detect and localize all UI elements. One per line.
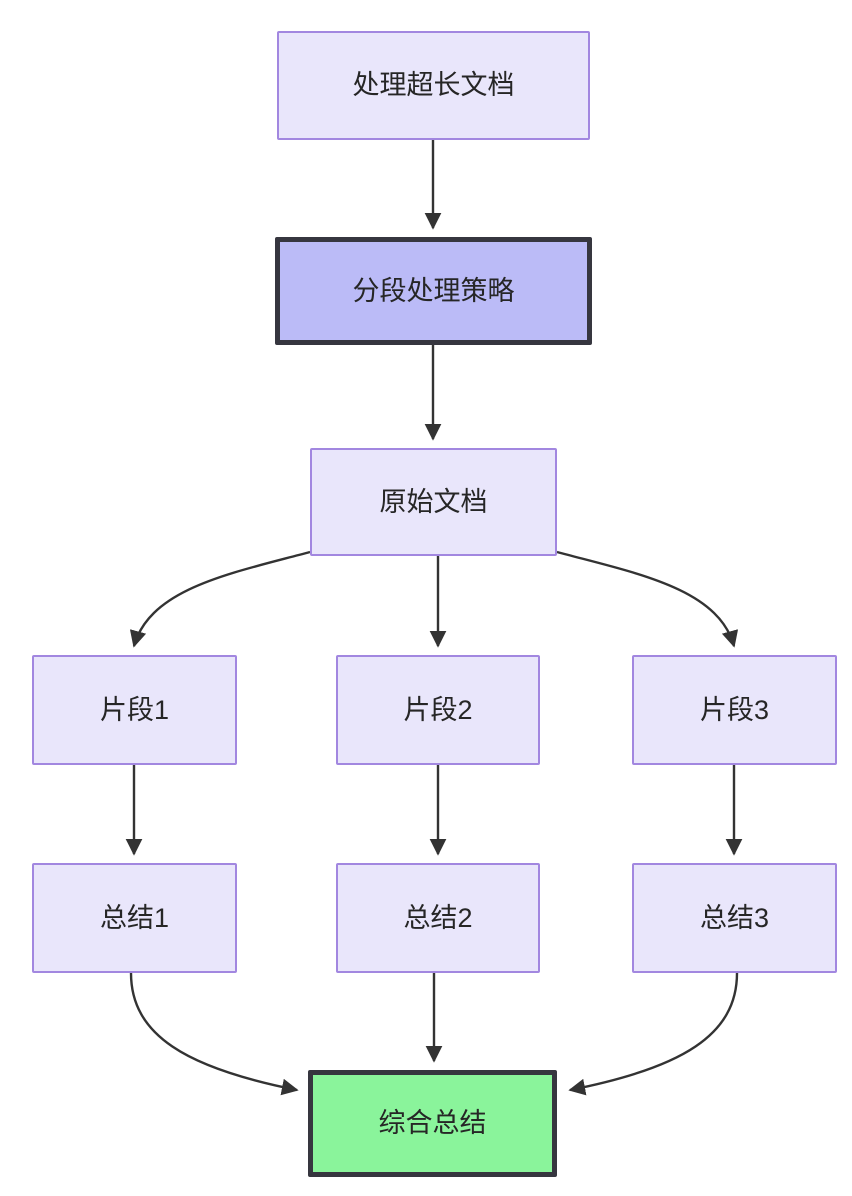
edge-n7-n10 xyxy=(129,972,299,1096)
node-fragment-3[interactable]: 片段3 xyxy=(632,655,837,765)
edge-n3-n6 xyxy=(556,550,739,648)
node-label: 片段3 xyxy=(699,694,770,725)
node-label: 综合总结 xyxy=(378,1108,487,1139)
edge-n3-n4 xyxy=(129,550,311,648)
node-label: 原始文档 xyxy=(379,486,488,517)
node-label: 片段1 xyxy=(99,694,170,725)
node-label: 分段处理策略 xyxy=(352,275,515,306)
node-fragment-1[interactable]: 片段1 xyxy=(32,655,237,765)
edge-n9-n10 xyxy=(568,972,739,1096)
node-label: 总结3 xyxy=(699,902,770,933)
node-process-long-document[interactable]: 处理超长文档 xyxy=(277,31,590,140)
node-summary-3[interactable]: 总结3 xyxy=(632,863,837,973)
node-final-summary[interactable]: 综合总结 xyxy=(308,1070,557,1177)
node-label: 处理超长文档 xyxy=(352,70,515,101)
node-label: 总结2 xyxy=(403,902,473,933)
node-label: 总结1 xyxy=(99,902,170,933)
node-chunking-strategy[interactable]: 分段处理策略 xyxy=(275,237,592,345)
node-summary-1[interactable]: 总结1 xyxy=(32,863,237,973)
node-fragment-2[interactable]: 片段2 xyxy=(336,655,540,765)
node-summary-2[interactable]: 总结2 xyxy=(336,863,540,973)
node-original-document[interactable]: 原始文档 xyxy=(310,448,557,556)
node-label: 片段2 xyxy=(403,694,473,725)
